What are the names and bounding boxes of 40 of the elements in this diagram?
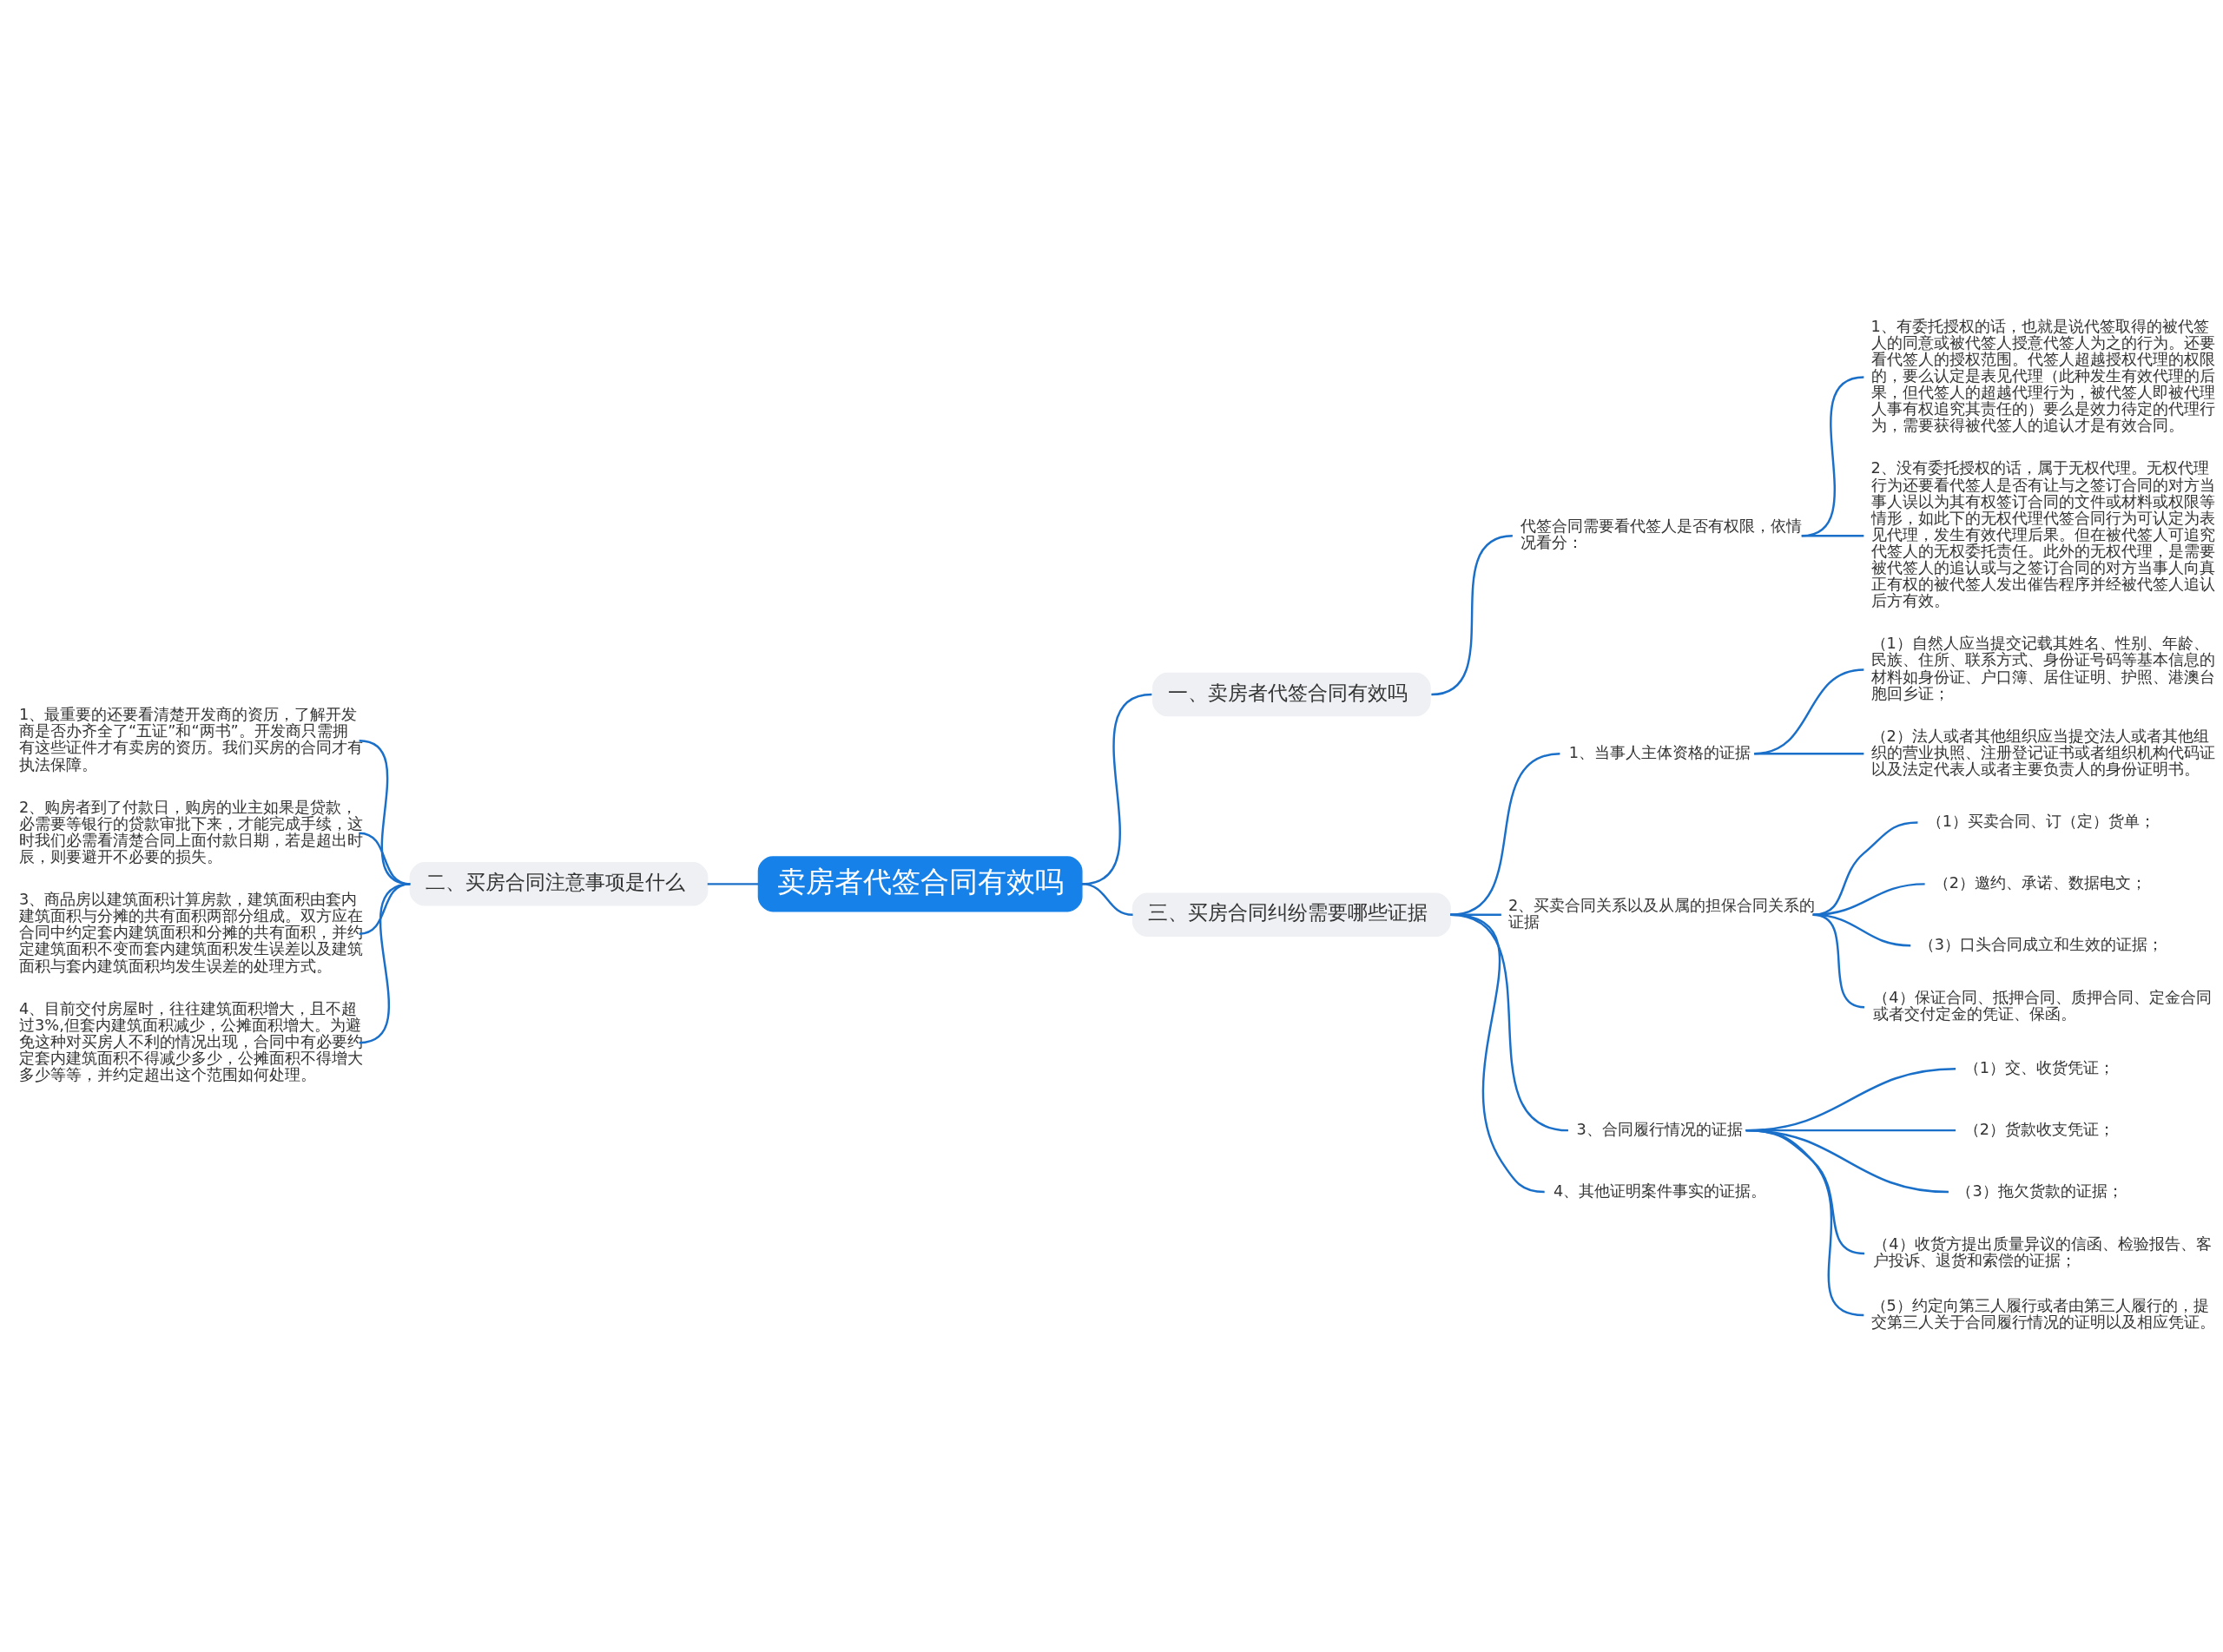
node-text: （1）交、收货凭证；: [1963, 1058, 2114, 1076]
node-text: （3）拖欠货款的证据；: [1956, 1181, 2123, 1200]
node-text: （4）收货方提出质量异议的信函、检验报告、客户投诉、退货和索偿的证据；: [1873, 1235, 2212, 1270]
node-text: 2、没有委托授权的话，属于无权代理。无权代理行为还要看代签人是否有让与之签订合同的对方当事人误以为其有权签订合同的文件或材料或权限等情形，如此下的无权代理代签合同行为可认定为表见代理，发生有效代理后果。但在被代签人可追究代签人的无权委托责任。此外的无权代理，是需要被代签人的追认或与之签订合同的对方当事人向真正有权的被代签人发出催告程序并经被代签人追认后方有效。: [1870, 459, 2215, 610]
connector: [1754, 753, 1864, 755]
node-text: 3、合同履行情况的证据: [1576, 1120, 1743, 1138]
node-text: （4）保证合同、抵押合同、质押合同、定金合同或者交付定金的凭证、保函。: [1873, 989, 2212, 1023]
node-text: 4、其他证明案件事实的证据。: [1553, 1181, 1767, 1200]
connector: [1754, 668, 1864, 755]
node-box: 二、买房合同注意事项是什么: [409, 862, 709, 906]
connector: [1081, 883, 1133, 917]
node-text: 1、最重要的还要看清楚开发商的资历，了解开发商是否办齐全了“五证”和“两书”。开发商只需拥有这些证件才有卖房的资历。我们买房的合同才有执法保障。: [19, 706, 364, 773]
connector: [1450, 913, 1545, 1194]
connector: [1745, 1129, 1864, 1317]
node-text: （2）货款收支凭证；: [1963, 1120, 2114, 1138]
connector: [707, 883, 759, 885]
node-text: （1）买卖合同、订（定）货单；: [1926, 813, 2155, 831]
node-text: （1）自然人应当提交记载其姓名、性别、年龄、民族、住所、联系方式、身份证号码等基本信息的材料如身份证、户口簿、居住证明、护照、港澳台胞回乡证；: [1870, 635, 2215, 702]
node-text: 1、当事人主体资格的证据: [1568, 743, 1751, 761]
node-text: 3、商品房以建筑面积计算房款，建筑面积由套内建筑面积与分摊的共有面积两部分组成。双方应在合同中约定套内建筑面积和分摊的共有面积，并约定建筑面积不变而套内建筑面积发生误差以及建筑面积与套内建筑面积均发生误差的处理方式。: [19, 891, 364, 975]
node-text: （2）邀约、承诺、数据电文；: [1933, 873, 2147, 892]
node-text: 代签合同需要看代签人是否有权限，依情况看分：: [1520, 517, 1803, 552]
connector: [1801, 376, 1864, 537]
node-text: 2、买卖合同关系以及从属的担保合同关系的证据: [1508, 896, 1816, 931]
node-box: 三、买房合同纠纷需要哪些证据: [1131, 892, 1451, 938]
connector: [1450, 753, 1560, 917]
connector: [1812, 883, 1925, 917]
node-text: （5）约定向第三人履行或者由第三人履行的，提交第三人关于合同履行情况的证明以及相应凭证。: [1870, 1297, 2215, 1332]
connector: [359, 883, 411, 1044]
connector: [1431, 535, 1514, 696]
node-text: （2）法人或者其他组织应当提交法人或者其他组织的营业执照、注册登记证书或者组织机构代码证以及法定代表人或者主要负责人的身份证明书。: [1870, 727, 2215, 779]
node-text: 1、有委托授权的话，也就是说代签取得的被代签人的同意或被代签人授意代签人为之的行为。还要看代签人的授权范围。代签人超越授权代理的权限的，要么认定是表见代理（此种发生有效代理的后果，但代签人的超越代理行为，被代签人即被代理人事有权追究其责任的）要么是效力待定的代理行为，需要获得被代签人的追认才是有效合同。: [1870, 317, 2215, 435]
node-text: 2、购房者到了付款日，购房的业主如果是贷款，必需要等银行的贷款审批下来，才能完成手续，这时我们必需看清楚合同上面付款日期，若是超出时辰，则要避开不必要的损失。: [19, 798, 364, 865]
node-text: （3）口头合同成立和生效的证据；: [1918, 935, 2164, 953]
node-box: 一、卖房者代签合同有效吗: [1152, 672, 1431, 717]
connector: [1801, 535, 1864, 537]
connector: [1812, 821, 1918, 917]
connector: [1812, 913, 1865, 1009]
node-box: 卖房者代签合同有效吗: [757, 856, 1083, 912]
node-text: 4、目前交付房屋时，往往建筑面积增大，且不超过3%,但套内建筑面积减少，公摊面积增大。为避免这种对买房人不利的情况出现，合同中有必要约定套内建筑面积不得减少多少，公摊面积不得增大多少等等，并约定超出这个范围如何处理。: [19, 999, 364, 1084]
